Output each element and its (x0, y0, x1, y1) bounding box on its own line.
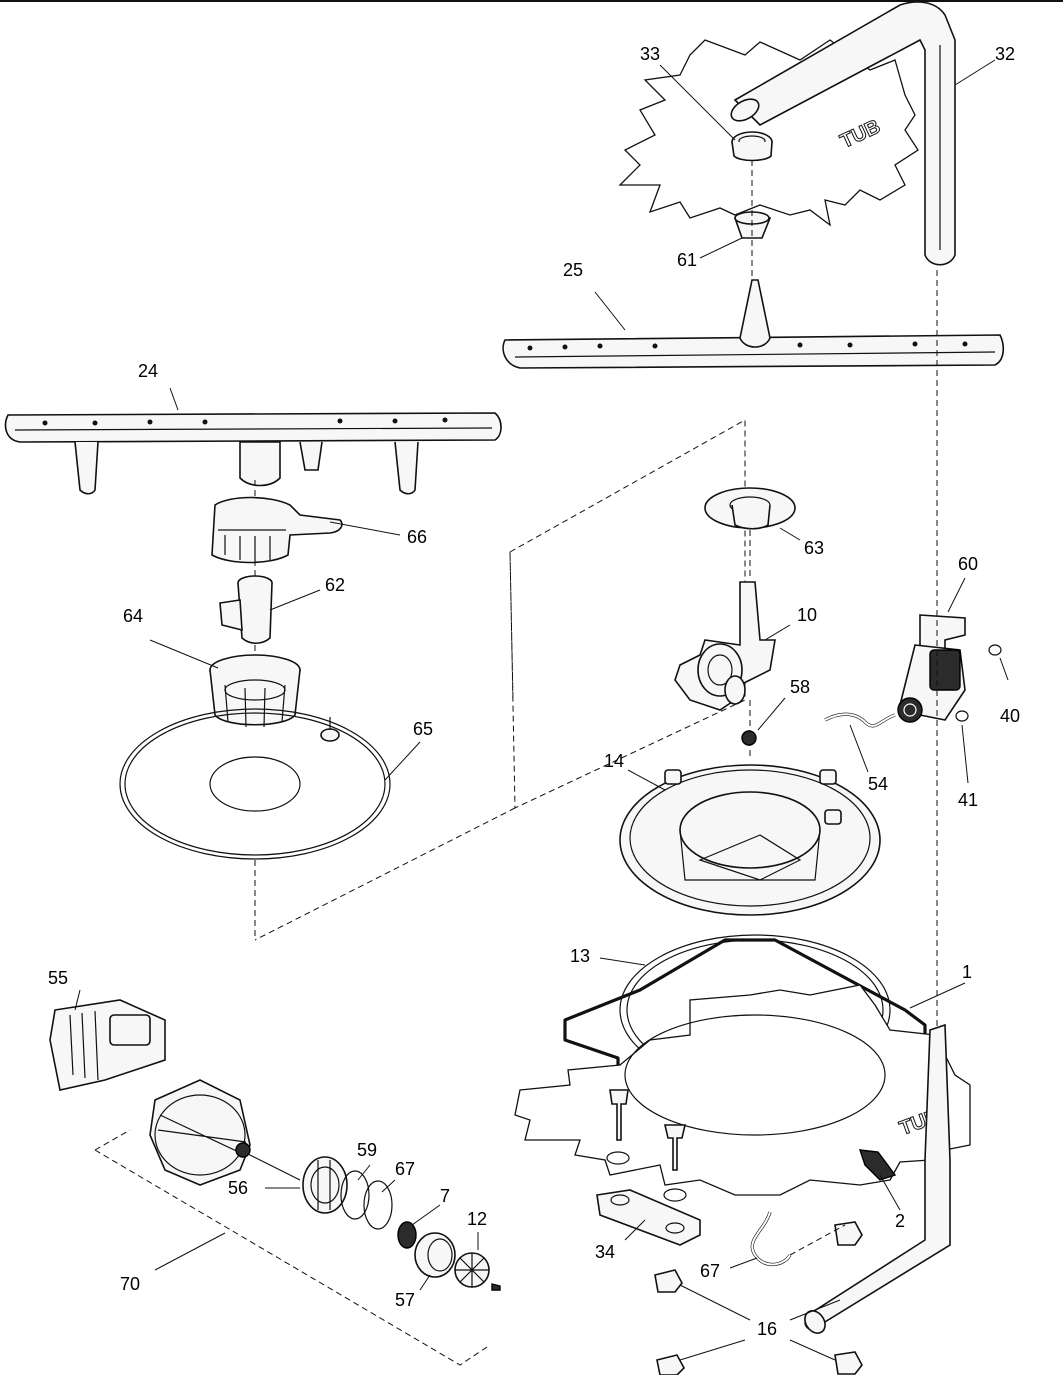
callout-58: 58 (790, 677, 810, 697)
part-14-sump (619, 764, 881, 916)
axis-feet (789, 1224, 846, 1256)
part-64-filter (209, 654, 301, 728)
part-56-seal (302, 1156, 348, 1214)
part-33-grommet (731, 131, 773, 162)
part-67-ring (363, 1180, 393, 1230)
part-40-clamp (988, 644, 1002, 656)
callout-33: 33 (640, 44, 660, 64)
callout-12: 12 (467, 1209, 487, 1229)
part-66-collar (211, 496, 343, 564)
lower-spray-arm-24 (4, 412, 502, 495)
tub-upper-fragment: TUB (618, 39, 919, 227)
part-62-tube (219, 575, 273, 645)
assembly-outline-upper (254, 419, 746, 941)
callout-70: 70 (120, 1274, 140, 1294)
callout-1: 1 (962, 962, 972, 982)
callout-61: 61 (677, 250, 697, 270)
callout-41: 41 (958, 790, 978, 810)
leader-lines (74, 59, 1009, 1361)
callout-13: 13 (570, 946, 590, 966)
part-41-clamp (955, 710, 969, 722)
callout-7: 7 (440, 1186, 450, 1206)
callout-2: 2 (895, 1211, 905, 1231)
part-34-plate (596, 1151, 701, 1246)
part-60-valve (897, 614, 966, 723)
callout-40: 40 (1000, 706, 1020, 726)
callout-66: 66 (407, 527, 427, 547)
callout-59: 59 (357, 1140, 377, 1160)
callout-34: 34 (595, 1242, 615, 1262)
assembly-outline-motor (94, 1129, 491, 1366)
callout-55: 55 (48, 968, 68, 988)
callout-67-hose: 67 (700, 1261, 720, 1281)
callout-25: 25 (563, 260, 583, 280)
part-16-feet (654, 1221, 863, 1375)
part-54-hose (824, 712, 896, 728)
callout-32: 32 (995, 44, 1015, 64)
heater-terminal-screws (609, 1089, 687, 1171)
part-55-bracket (49, 999, 166, 1091)
tub-lower-fragment: TUB (514, 984, 971, 1196)
part-2-clip (858, 1149, 897, 1181)
callout-14: 14 (604, 751, 624, 771)
callout-54: 54 (868, 774, 888, 794)
part-10-housing (674, 581, 776, 711)
part-7-seal (397, 1221, 417, 1249)
callout-57: 57 (395, 1290, 415, 1310)
callout-63: 63 (804, 538, 824, 558)
callout-62: 62 (325, 575, 345, 595)
callout-10: 10 (797, 605, 817, 625)
upper-spray-arm-25 (502, 279, 1005, 369)
part-65-ring (119, 708, 391, 860)
callout-65: 65 (413, 719, 433, 739)
callout-67-ring: 67 (395, 1159, 415, 1179)
part-59-ring (340, 1170, 370, 1220)
part-67-hose (750, 1211, 792, 1266)
drain-conduit (804, 1023, 951, 1334)
part-12-impeller (454, 1252, 501, 1291)
motor-body (149, 1079, 301, 1186)
fill-conduit-32 (730, 1, 956, 266)
callout-60: 60 (958, 554, 978, 574)
callout-16: 16 (757, 1319, 777, 1339)
callout-24: 24 (138, 361, 158, 381)
callout-labels: 32 33 61 25 24 66 62 64 65 63 10 60 40 5… (48, 44, 1020, 1339)
part-58-nut (741, 730, 757, 746)
part-63-cap (704, 487, 796, 530)
callout-64: 64 (123, 606, 143, 626)
part-57-impeller-housing (414, 1232, 456, 1278)
callout-56: 56 (228, 1178, 248, 1198)
